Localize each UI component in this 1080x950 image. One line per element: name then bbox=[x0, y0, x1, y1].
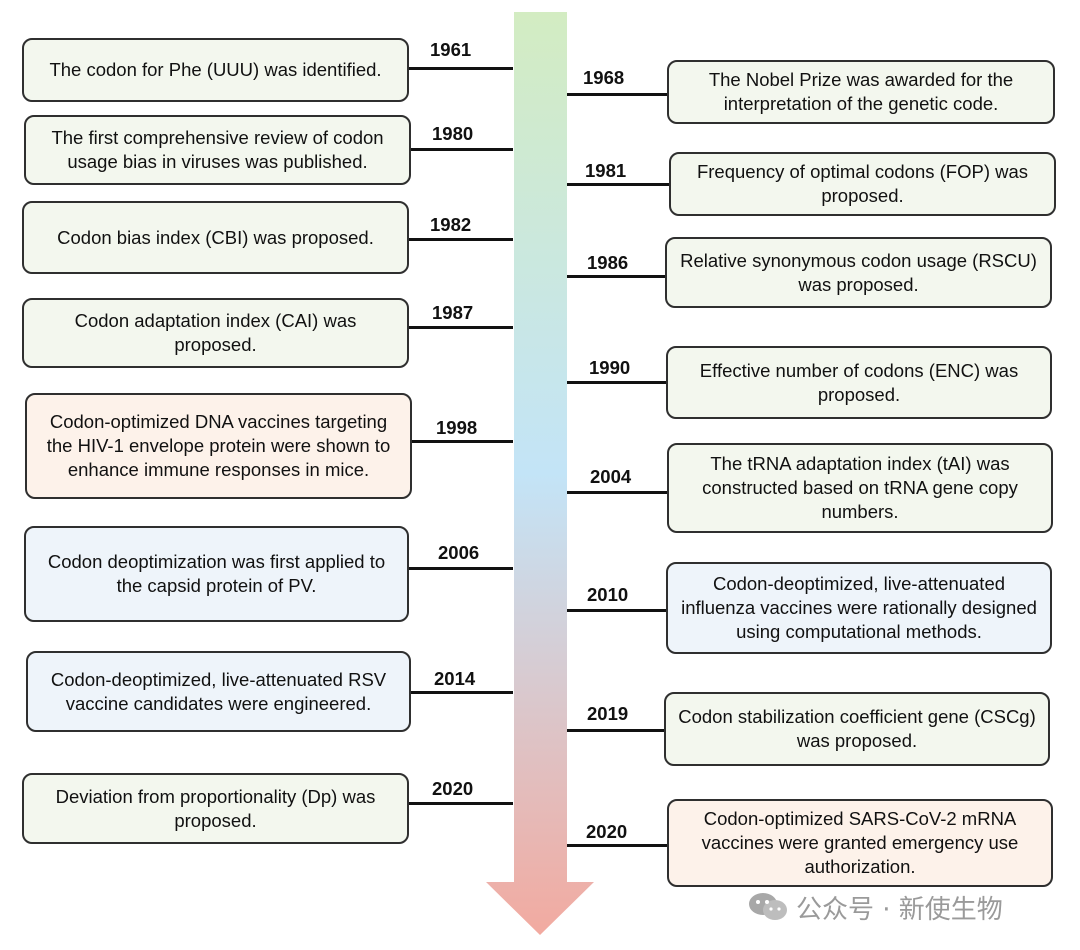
left-event-1998-4-connector bbox=[412, 440, 513, 443]
left-event-1987-3-connector bbox=[409, 326, 513, 329]
event-text: The Nobel Prize was awarded for the inte… bbox=[708, 69, 1014, 114]
right-event-2004-4-year: 2004 bbox=[590, 466, 632, 487]
right-event-2019-6-connector bbox=[567, 729, 664, 732]
left-event-1961-0-year: 1961 bbox=[430, 39, 472, 60]
left-event-1998-4-box: Codon-optimized DNA vaccines targeting t… bbox=[25, 393, 412, 499]
right-event-1968-0-connector bbox=[567, 93, 667, 96]
right-event-2010-5-connector bbox=[567, 609, 666, 612]
event-text: Codon-deoptimized, live-attenuated influ… bbox=[681, 573, 1037, 642]
right-event-1986-2-box: Relative synonymous codon usage (RSCU) w… bbox=[665, 237, 1052, 308]
left-event-1982-2-box: Codon bias index (CBI) was proposed. bbox=[22, 201, 409, 274]
event-text: Codon stabilization coefficient gene (CS… bbox=[678, 706, 1036, 751]
event-text: Frequency of optimal codons (FOP) was pr… bbox=[696, 161, 1029, 206]
right-event-2020-7-box: Codon-optimized SARS-CoV-2 mRNA vaccines… bbox=[667, 799, 1053, 887]
left-event-2020-7-year: 2020 bbox=[432, 778, 474, 799]
event-text: Effective number of codons (ENC) was pro… bbox=[699, 359, 1019, 405]
left-event-1980-1-connector bbox=[411, 148, 513, 151]
left-event-1980-1-box: The first comprehensive review of codon … bbox=[24, 115, 411, 185]
left-event-2006-5-box: Codon deoptimization was first applied t… bbox=[24, 526, 409, 622]
right-event-1986-2-year: 1986 bbox=[587, 252, 629, 273]
right-event-1990-3-year: 1990 bbox=[589, 357, 631, 378]
left-event-1961-0-connector bbox=[409, 67, 513, 70]
event-text: Codon-deoptimized, live-attenuated RSV v… bbox=[50, 668, 387, 714]
event-text: Codon adaptation index (CAI) was propose… bbox=[74, 310, 357, 355]
right-event-1968-0-box: The Nobel Prize was awarded for the inte… bbox=[667, 60, 1055, 124]
right-event-1981-1-connector bbox=[567, 183, 669, 186]
right-event-1981-1-year: 1981 bbox=[585, 160, 627, 181]
left-event-2014-6-box: Codon-deoptimized, live-attenuated RSV v… bbox=[26, 651, 411, 732]
timeline-arrow-shaft bbox=[486, 12, 594, 935]
left-event-2014-6-connector bbox=[411, 691, 513, 694]
right-event-1986-2-connector bbox=[567, 275, 665, 278]
right-event-2004-4-box: The tRNA adaptation index (tAI) was cons… bbox=[667, 443, 1053, 533]
left-event-1998-4-year: 1998 bbox=[436, 417, 478, 438]
left-event-2014-6-year: 2014 bbox=[434, 668, 476, 689]
event-text: Codon-optimized SARS-CoV-2 mRNA vaccines… bbox=[701, 808, 1019, 877]
left-event-2006-5-connector bbox=[409, 567, 513, 570]
right-event-2020-7-connector bbox=[567, 844, 667, 847]
right-event-2010-5-year: 2010 bbox=[587, 584, 629, 605]
left-event-1982-2-year: 1982 bbox=[430, 214, 472, 235]
left-event-1980-1-year: 1980 bbox=[432, 123, 474, 144]
right-event-1981-1-box: Frequency of optimal codons (FOP) was pr… bbox=[669, 152, 1056, 216]
right-event-1990-3-connector bbox=[567, 381, 666, 384]
left-event-1982-2-connector bbox=[409, 238, 513, 241]
event-text: Deviation from proportionality (Dp) was … bbox=[55, 785, 376, 831]
left-event-1987-3-box: Codon adaptation index (CAI) was propose… bbox=[22, 298, 409, 368]
right-event-2004-4-connector bbox=[567, 491, 667, 494]
right-event-2020-7-year: 2020 bbox=[586, 821, 628, 842]
event-text: The first comprehensive review of codon … bbox=[51, 127, 384, 172]
event-text: Codon-optimized DNA vaccines targeting t… bbox=[46, 411, 391, 480]
left-event-2020-7-connector bbox=[409, 802, 513, 805]
watermark-text: 公众号 · 新使生物 bbox=[796, 894, 1003, 925]
event-text: Codon deoptimization was first applied t… bbox=[47, 551, 386, 596]
right-event-2010-5-box: Codon-deoptimized, live-attenuated influ… bbox=[666, 562, 1052, 654]
right-event-2019-6-year: 2019 bbox=[587, 703, 629, 724]
left-event-2020-7-box: Deviation from proportionality (Dp) was … bbox=[22, 773, 409, 844]
right-event-1990-3-box: Effective number of codons (ENC) was pro… bbox=[666, 346, 1052, 419]
left-event-1987-3-year: 1987 bbox=[432, 302, 474, 323]
left-event-1961-0-box: The codon for Phe (UUU) was identified. bbox=[22, 38, 409, 102]
watermark: 公众号 · 新使生物 bbox=[748, 890, 1003, 925]
wechat-icon bbox=[748, 892, 788, 922]
right-event-2019-6-box: Codon stabilization coefficient gene (CS… bbox=[664, 692, 1050, 766]
event-text: The tRNA adaptation index (tAI) was cons… bbox=[702, 453, 1018, 522]
left-event-2006-5-year: 2006 bbox=[438, 542, 480, 563]
right-event-1968-0-year: 1968 bbox=[583, 67, 625, 88]
event-text: The codon for Phe (UUU) was identified. bbox=[49, 59, 382, 80]
event-text: Relative synonymous codon usage (RSCU) w… bbox=[680, 249, 1037, 295]
event-text: Codon bias index (CBI) was proposed. bbox=[57, 226, 374, 248]
